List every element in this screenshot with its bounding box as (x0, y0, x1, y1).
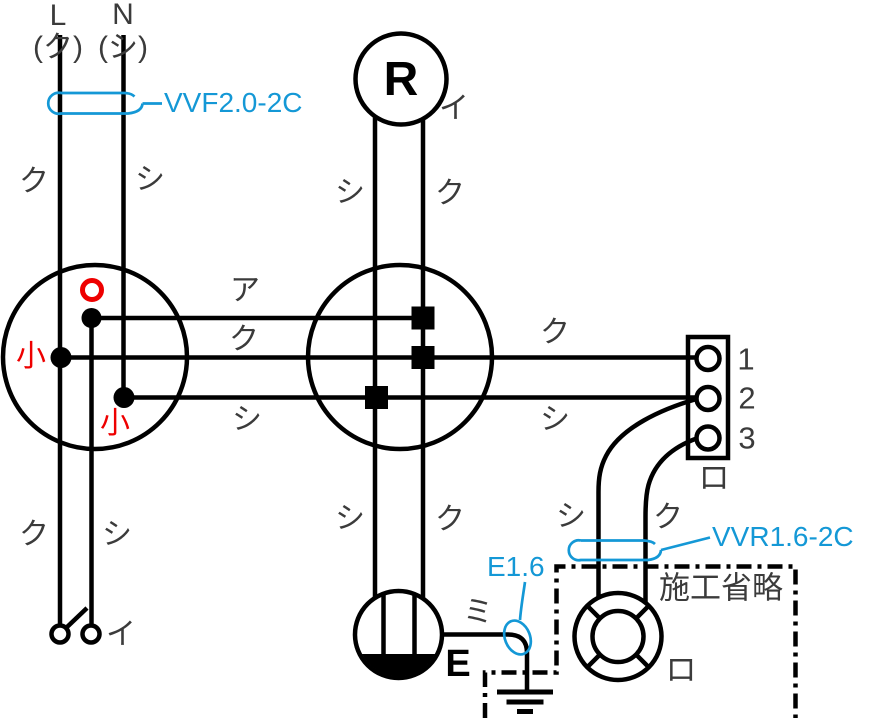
lamp-circuit-label: イ (439, 92, 469, 125)
crimp-mark-small-bottom: 小 (100, 407, 130, 440)
omitted-area-border (482, 564, 798, 718)
terminal-3-label: 3 (738, 420, 756, 456)
connector-squares (365, 306, 435, 409)
switch-circuit-label: イ (106, 618, 136, 651)
wire-label-outlet-k: ク (435, 503, 465, 536)
ceiling-light-symbol (572, 590, 664, 683)
vvf-cable-tag: VVF2.0-2C (164, 87, 303, 118)
wires (57, 35, 698, 690)
wire-label-outlet-s: シ (335, 502, 365, 535)
junction-box-middle (305, 262, 495, 452)
junction-box-left (0, 262, 190, 452)
junction-dots (50, 308, 135, 408)
wire-label-top-n: シ (135, 163, 165, 196)
wire-label-earth-m: ミ (463, 596, 493, 629)
omitted-area-label: 施工省略 (659, 570, 783, 606)
ground-symbol (497, 689, 553, 714)
terminal-3 (694, 424, 722, 452)
wire-label-mid-right-k: ク (540, 316, 570, 349)
earth-cable-loop-icon (502, 581, 533, 656)
wire-label-r-left: シ (335, 176, 365, 209)
terminal-block-terminals (694, 344, 722, 452)
terminal-2 (694, 384, 722, 413)
wire-label-mid-right-s: シ (540, 403, 570, 436)
terminal-block-circuit-label: ロ (698, 460, 730, 496)
vvr-cable-band-icon (567, 536, 711, 562)
vvr-cable-tag: VVR1.6-2C (712, 521, 854, 552)
wire-label-r-right: ク (435, 177, 465, 210)
ceiling-circuit-label: ロ (665, 652, 697, 688)
wire-vvr-k (643, 436, 698, 603)
crimp-mark-o-icon (80, 278, 104, 302)
wire-vvr-s (596, 396, 698, 598)
lamp-receptacle-symbol (353, 31, 449, 127)
terminal-2-label: 2 (738, 380, 756, 416)
wire-label-k: ク (229, 323, 259, 356)
wire-label-switch-k: ク (19, 518, 49, 551)
source-line-label: L (49, 0, 67, 32)
wire-label-s: シ (232, 403, 262, 436)
wire-label-a: ア (230, 274, 260, 307)
vvf-cable-band-icon (46, 91, 162, 116)
wire-label-switch-s: シ (102, 518, 132, 551)
switch-symbol (49, 606, 102, 645)
source-neutral-note: (シ) (98, 31, 148, 64)
wire-label-vvr-s: シ (556, 500, 586, 533)
source-line-note: (ク) (33, 31, 83, 64)
crimp-mark-small-left: 小 (16, 340, 46, 373)
earth-cable-tag: E1.6 (487, 551, 545, 582)
outlet-earth-label: E (445, 643, 471, 685)
lamp-receptacle-letter: R (383, 53, 419, 106)
source-neutral-label: N (112, 0, 134, 31)
wire-label-vvr-k: ク (653, 501, 683, 534)
outlet-symbol (352, 588, 445, 681)
wire-label-top-l: ク (19, 165, 49, 198)
terminal-1 (694, 344, 722, 373)
terminal-1-label: 1 (737, 341, 755, 377)
